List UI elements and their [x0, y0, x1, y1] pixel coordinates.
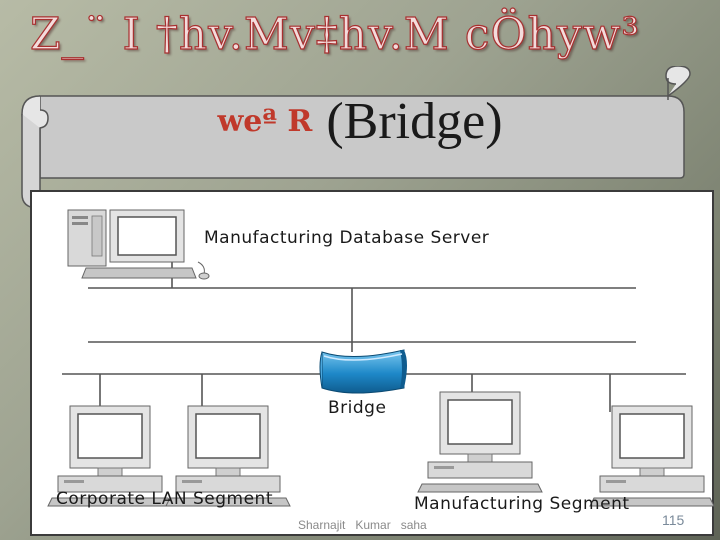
scroll-banner — [18, 66, 694, 216]
corporate-segment-label: Corporate LAN Segment — [56, 489, 273, 509]
slide-subtitle: weª R (Bridge) — [0, 92, 720, 151]
bridge-device-icon — [319, 349, 407, 394]
manufacturing-pc-icon — [417, 391, 543, 493]
server-label: Manufacturing Database Server — [204, 228, 490, 248]
network-diagram-graphics — [47, 209, 715, 507]
slide-number: 115 — [662, 512, 685, 528]
manufacturing-pc-icon — [589, 405, 715, 507]
server-computer-icon — [67, 209, 210, 280]
slide-title: Z_¨ I †hv.Mv‡hv.M cÖhyw³ — [29, 8, 641, 60]
bridge-label: Bridge — [328, 398, 387, 418]
subtitle-bengali: weª R — [217, 104, 313, 139]
network-diagram: Manufacturing Database Server Bridge Cor… — [30, 190, 715, 536]
scroll-banner-shape — [21, 66, 691, 209]
footer-author: Sharnajit Kumar saha — [298, 518, 427, 532]
manufacturing-segment-label: Manufacturing Segment — [414, 494, 630, 514]
subtitle-english: (Bridge) — [326, 93, 503, 150]
